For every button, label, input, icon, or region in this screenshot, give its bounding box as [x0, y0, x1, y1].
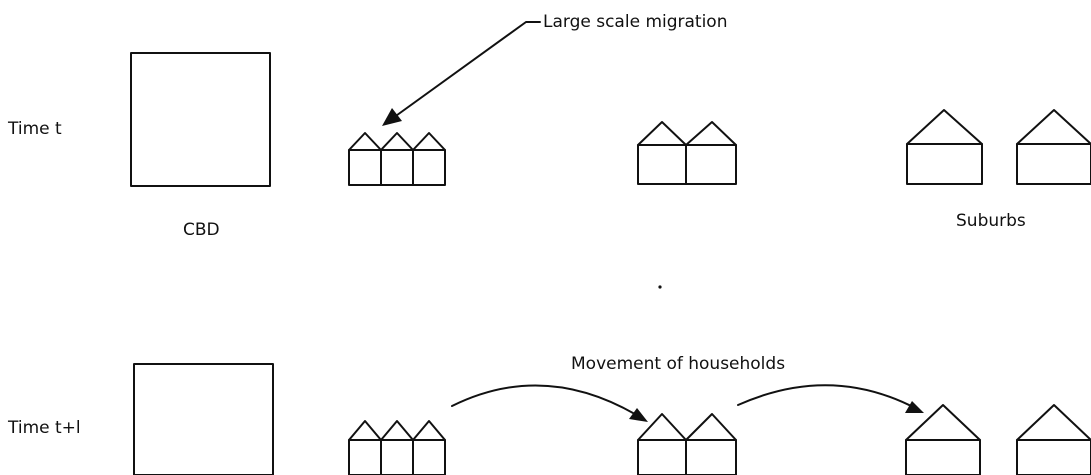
- dot-mark: [658, 285, 662, 289]
- migration-arrow: [382, 21, 541, 126]
- cbd-label: CBD: [183, 220, 220, 240]
- migration-label: Large scale migration: [543, 12, 728, 32]
- movement-arrow-2: [737, 384, 924, 413]
- movement-arrow-1: [451, 384, 648, 422]
- movement-label: Movement of households: [571, 354, 785, 374]
- middle-housing-time-t: [637, 121, 737, 185]
- inner-housing-time-t: [348, 132, 446, 186]
- suburbs-label: Suburbs: [956, 211, 1026, 231]
- middle-housing-time-t-plus-1: [637, 413, 737, 475]
- cbd-box-time-t: [130, 52, 271, 187]
- inner-housing-time-t-plus-1: [348, 420, 446, 475]
- suburb-house-1-time-t-plus-1: [905, 404, 981, 475]
- cbd-box-time-t-plus-1: [133, 363, 274, 475]
- time-t-label: Time t: [7, 119, 62, 139]
- suburb-house-2-time-t-plus-1: [1016, 404, 1091, 475]
- time-t-plus-1-label: Time t+l: [7, 418, 81, 438]
- suburb-house-1-time-t: [906, 109, 983, 185]
- suburb-house-2-time-t: [1016, 109, 1091, 185]
